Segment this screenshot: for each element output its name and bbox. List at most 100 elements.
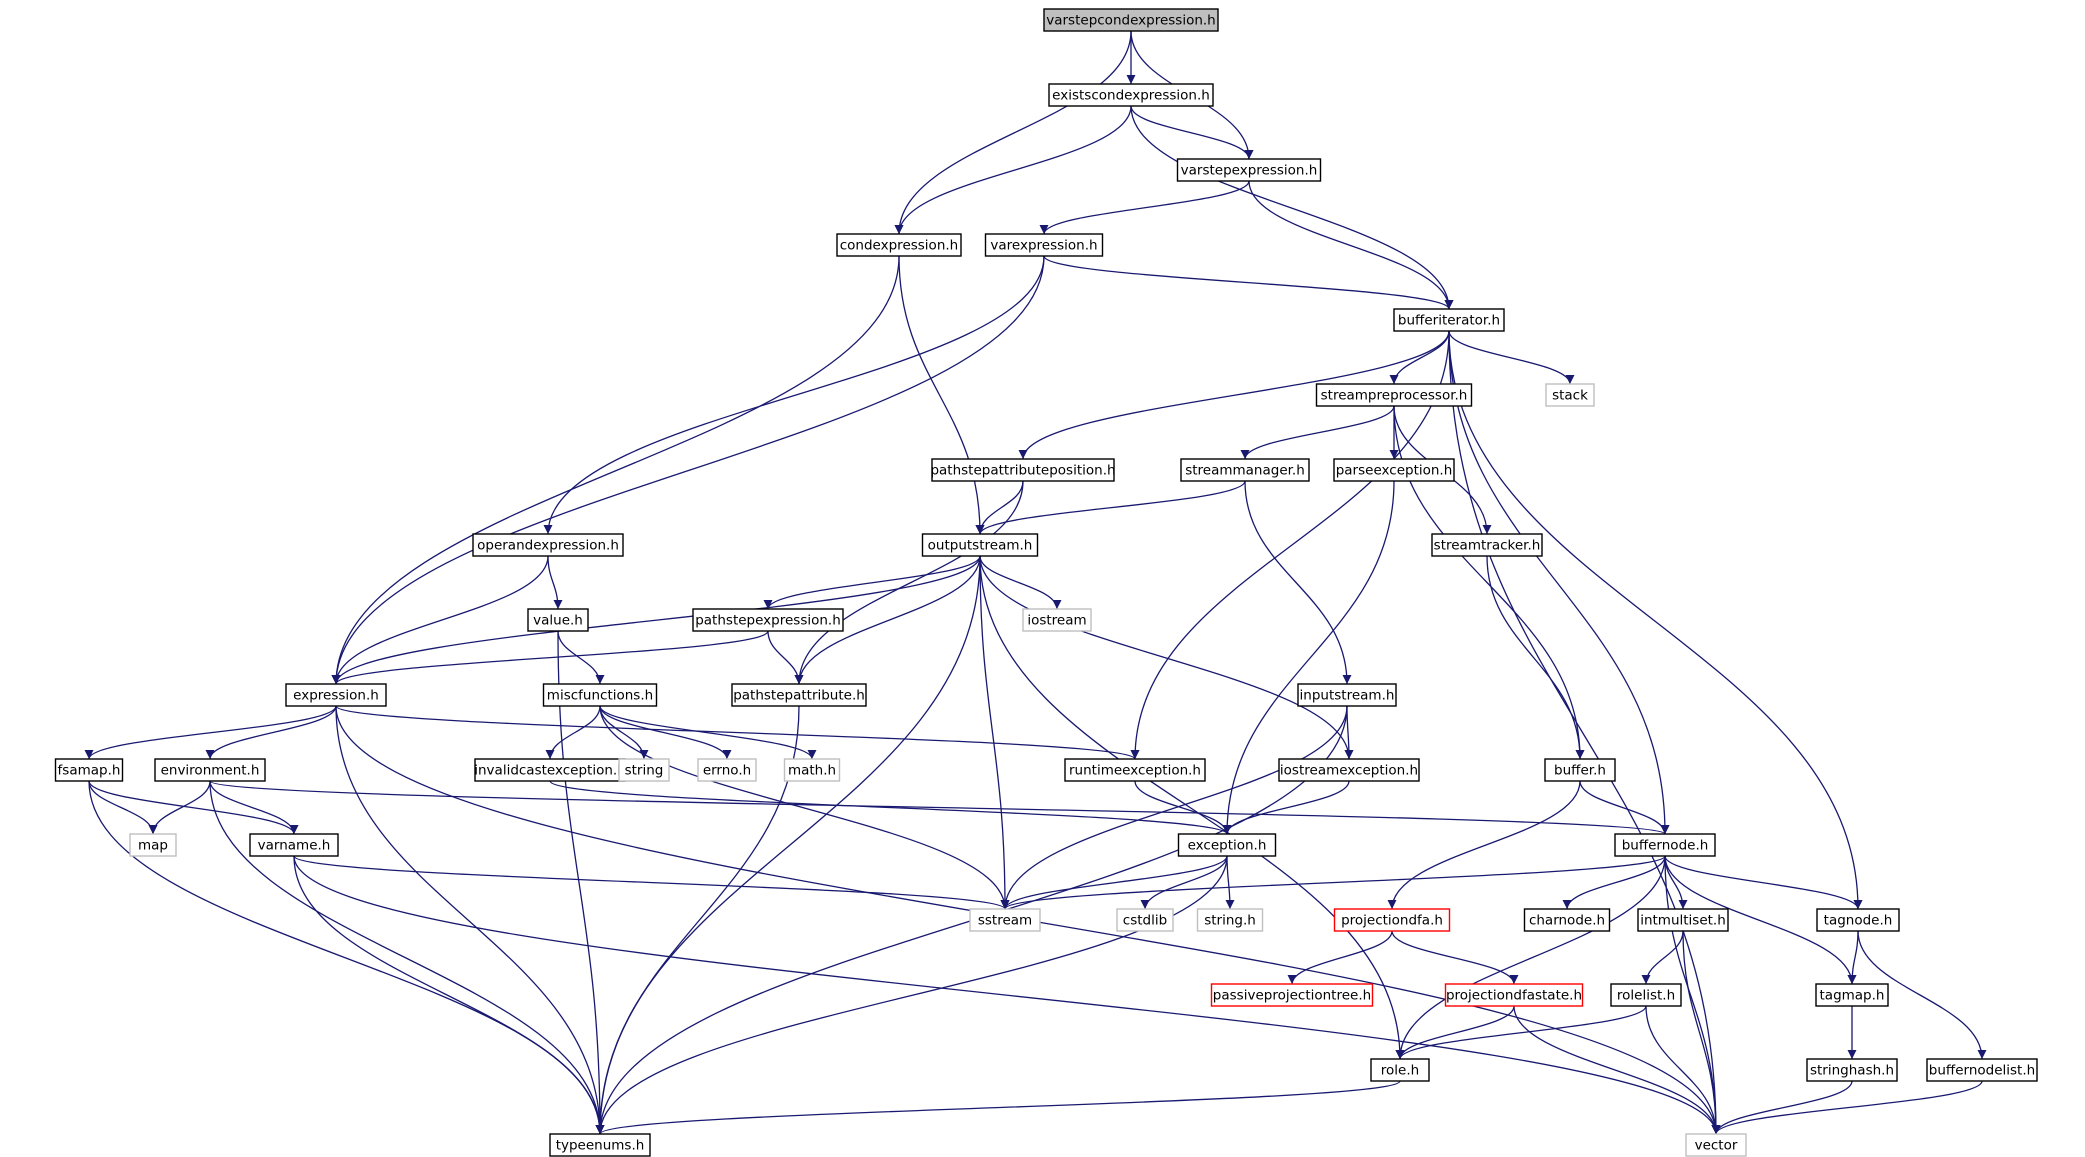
node-label: streamtracker.h (1434, 538, 1541, 554)
edge-pathstepattributeposition-to-pathstepattribute (794, 480, 1024, 685)
node-varstepcondexpression[interactable]: varstepcondexpression.h (1043, 8, 1219, 32)
node-label: varname.h (258, 838, 331, 854)
node-typeenums[interactable]: typeenums.h (549, 1133, 651, 1157)
node-box (1176, 158, 1322, 182)
edge-tagnode-to-buffernodelist (1857, 930, 1987, 1060)
node-box (527, 608, 589, 632)
node-rolelist[interactable]: rolelist.h (1610, 983, 1682, 1007)
edge-runtimeexception-to-exception (1134, 780, 1232, 835)
node-label: typeenums.h (556, 1138, 645, 1154)
node-box (54, 758, 124, 782)
node-box (542, 683, 658, 707)
edge-varname-to-typeenums (293, 855, 605, 1135)
node-label: miscfunctions.h (547, 688, 653, 704)
node-box (731, 683, 867, 707)
node-iostreamexception[interactable]: iostreamexception.h (1278, 758, 1420, 782)
node-tagnode[interactable]: tagnode.h (1816, 908, 1900, 932)
node-pathstepattributeposition[interactable]: pathstepattributeposition.h (930, 458, 1116, 482)
node-label: charnode.h (1529, 913, 1605, 929)
edge-projectiondfastate-to-vector (1513, 1005, 1721, 1135)
node-inputstream[interactable]: inputstream.h (1297, 683, 1397, 707)
node-box (1116, 908, 1174, 932)
node-buffer[interactable]: buffer.h (1544, 758, 1616, 782)
node-label: streammanager.h (1185, 463, 1305, 479)
node-sstream: sstream (969, 908, 1041, 932)
node-label: errno.h (703, 763, 751, 779)
edge-projectiondfa-to-passiveprojectiontree (1287, 930, 1393, 985)
node-box (285, 683, 387, 707)
node-tagmap[interactable]: tagmap.h (1815, 983, 1889, 1007)
node-streampreprocessor[interactable]: streampreprocessor.h (1315, 383, 1473, 407)
node-projectiondfastate[interactable]: projectiondfastate.h (1444, 983, 1584, 1007)
edge-value-to-miscfunctions (557, 630, 605, 685)
node-label: bufferiterator.h (1398, 313, 1500, 329)
node-runtimeexception[interactable]: runtimeexception.h (1064, 758, 1206, 782)
node-charnode[interactable]: charnode.h (1523, 908, 1611, 932)
node-box (1297, 683, 1397, 707)
node-expression[interactable]: expression.h (285, 683, 387, 707)
node-box (1806, 1058, 1898, 1082)
node-varname[interactable]: varname.h (249, 833, 339, 857)
node-label: condexpression.h (840, 238, 958, 254)
edge-pathstepexpression-to-expression (331, 630, 769, 685)
edge-varstepexpression-to-bufferiterator (1248, 180, 1454, 310)
node-exception[interactable]: exception.h (1177, 833, 1277, 857)
edge-varstepexpression-to-varexpression (1039, 180, 1250, 235)
edge-buffer-to-buffernode (1579, 780, 1670, 835)
node-buffernodelist[interactable]: buffernodelist.h (1926, 1058, 2038, 1082)
node-box (1064, 758, 1206, 782)
edge-condexpression-to-expression (331, 255, 900, 685)
node-label: expression.h (293, 688, 379, 704)
node-pathstepattribute[interactable]: pathstepattribute.h (731, 683, 867, 707)
edge-intmultiset-to-vector (1682, 930, 1721, 1135)
node-box (1278, 758, 1420, 782)
node-environment[interactable]: environment.h (154, 758, 266, 782)
node-box (1815, 983, 1889, 1007)
node-label: invalidcastexception.h (474, 763, 626, 779)
node-label: parseexception.h (1336, 463, 1453, 479)
node-condexpression[interactable]: condexpression.h (836, 233, 962, 257)
node-label: cstdlib (1123, 913, 1167, 929)
node-passiveprojectiontree[interactable]: passiveprojectiontree.h (1210, 983, 1374, 1007)
node-varexpression[interactable]: varexpression.h (984, 233, 1104, 257)
node-intmultiset[interactable]: intmultiset.h (1637, 908, 1729, 932)
node-existscondexpression[interactable]: existscondexpression.h (1048, 83, 1214, 107)
node-invalidcastexception[interactable]: invalidcastexception.h (474, 758, 626, 782)
node-outputstream[interactable]: outputstream.h (921, 533, 1039, 557)
node-parseexception[interactable]: parseexception.h (1333, 458, 1455, 482)
edge-outputstream-to-expression (331, 555, 981, 685)
node-box (931, 458, 1115, 482)
node-fsamap[interactable]: fsamap.h (54, 758, 124, 782)
node-projectiondfa[interactable]: projectiondfa.h (1333, 908, 1451, 932)
node-box (783, 758, 841, 782)
node-buffernode[interactable]: buffernode.h (1614, 833, 1716, 857)
node-box (249, 833, 339, 857)
edge-varexpression-to-expression (331, 255, 1045, 685)
node-bufferiterator[interactable]: bufferiterator.h (1393, 308, 1505, 332)
node-label: math.h (788, 763, 836, 779)
edge-role-to-typeenums (595, 1080, 1401, 1135)
node-varstepexpression[interactable]: varstepexpression.h (1176, 158, 1322, 182)
node-miscfunctions[interactable]: miscfunctions.h (542, 683, 658, 707)
edge-operandexpression-to-expression (331, 555, 549, 685)
edge-environment-to-buffernode (209, 780, 1669, 835)
edge-pathstepexpression-to-pathstepattribute (767, 630, 804, 685)
node-value[interactable]: value.h (527, 608, 589, 632)
node-box (1210, 983, 1374, 1007)
node-streamtracker[interactable]: streamtracker.h (1431, 533, 1543, 557)
edge-projectiondfastate-to-role (1395, 1005, 1515, 1060)
node-label: iostreamexception.h (1280, 763, 1418, 779)
node-label: projectiondfa.h (1341, 913, 1443, 929)
node-streammanager[interactable]: streammanager.h (1180, 458, 1310, 482)
edge-rolelist-to-role (1395, 1005, 1647, 1060)
node-operandexpression[interactable]: operandexpression.h (472, 533, 624, 557)
edge-invalidcastexception-to-exception (549, 780, 1232, 835)
node-role[interactable]: role.h (1370, 1058, 1430, 1082)
node-label: string (625, 763, 664, 779)
node-label: operandexpression.h (477, 538, 619, 554)
node-box (921, 533, 1039, 557)
edge-bufferiterator-to-pathstepattributeposition (1018, 330, 1450, 460)
node-stringhash[interactable]: stringhash.h (1806, 1058, 1898, 1082)
node-pathstepexpression[interactable]: pathstepexpression.h (692, 608, 844, 632)
